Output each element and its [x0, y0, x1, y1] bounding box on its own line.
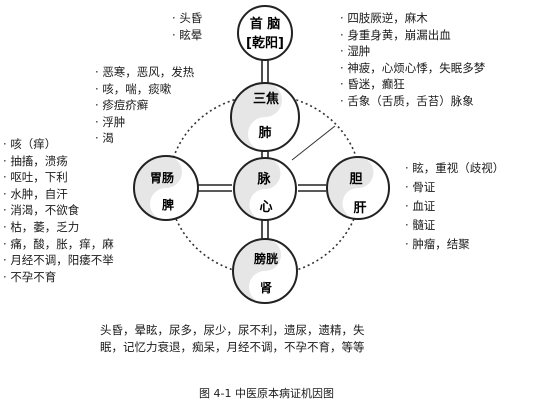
list-item: 眩晕	[172, 27, 202, 44]
diagonal-line	[291, 125, 336, 161]
brain-label-1: 首 脑	[250, 16, 281, 32]
list-item: 骨证	[405, 178, 504, 197]
figure-caption: 图 4-1 中医原本病证机因图	[199, 387, 334, 400]
lung-bottom-label: 肺	[258, 125, 271, 141]
brain-node	[237, 5, 293, 61]
list-item: 疹痘疥癣	[95, 97, 194, 114]
connector-heart-kidney	[261, 218, 269, 239]
list-item: 水肿，自汗	[3, 186, 114, 203]
liver-bottom-label: 肝	[353, 201, 366, 216]
spleen-symptom-list: 咳（痒） 抽搐，溃疡 呕吐，下利 水肿，自汗 消渴，不欲食 枯，萎，乏力 痛，酸…	[3, 136, 114, 285]
head-symptom-list: 头昏 眩晕	[172, 10, 202, 43]
kidney-bottom-label: 肾	[260, 281, 273, 295]
list-item: 恶寒，恶风，发热	[95, 64, 194, 81]
liver-top-label: 胆	[349, 172, 362, 187]
list-item: 不孕不育	[3, 269, 114, 286]
list-item: 呕吐，下利	[3, 169, 114, 186]
list-item: 头昏	[172, 10, 202, 27]
list-item: 痛，酸，胀，痒，麻	[3, 236, 114, 253]
list-item: 咳，喘，痰嗽	[95, 81, 194, 98]
liver-symptom-list: 眩，重视（歧视） 骨证 血证 髓证 肿瘤，结聚	[405, 159, 504, 254]
list-item: 抽搐，溃疡	[3, 153, 114, 170]
connector-top-lung	[261, 58, 269, 83]
heart-node: 脉 心	[233, 157, 297, 221]
brain-symptom-list: 四肢厥逆，麻木 身重身黄，崩漏出血 湿肿 神疲，心烦心悸，失眠多梦 昏迷，癫狂 …	[340, 10, 485, 110]
connector-heart-liver	[298, 184, 326, 192]
kidney-node: 膀胱 肾	[232, 238, 298, 304]
list-item: 眩，重视（歧视）	[405, 159, 504, 178]
kidney-text-line-2: 眠，记忆力衰退，痴呆，月经不调，不孕不育，等等	[100, 340, 365, 354]
kidney-top-label: 膀胱	[253, 251, 278, 266]
brain-label-2: [乾阳]	[246, 35, 284, 51]
heart-bottom-label: 心	[259, 200, 272, 215]
list-item: 枯，萎，乏力	[3, 219, 114, 236]
spleen-top-label: 胃肠	[150, 170, 174, 185]
heart-top-label: 脉	[256, 171, 271, 187]
connector-spleen-heart	[198, 184, 232, 192]
list-item: 四肢厥逆，麻木	[340, 10, 485, 27]
list-item: 神疲，心烦心悸，失眠多梦	[340, 60, 485, 77]
kidney-symptom-text: 头昏，晕眩，尿多，尿少，尿不利，遗尿，遗精，失 眠，记忆力衰退，痴呆，月经不调，…	[100, 322, 365, 356]
lung-top-label: 三焦	[253, 91, 279, 107]
list-item: 血证	[405, 197, 504, 216]
list-item: 昏迷，癫狂	[340, 76, 485, 93]
list-item: 髓证	[405, 216, 504, 235]
list-item: 浮肿	[95, 114, 194, 131]
list-item: 舌象（舌质，舌苔）脉象	[340, 93, 485, 110]
list-item: 月经不调，阳痿不举	[3, 252, 114, 269]
lung-node: 三焦 肺	[230, 82, 300, 152]
list-item: 肿瘤，结聚	[405, 235, 504, 254]
lung-symptom-list: 恶寒，恶风，发热 咳，喘，痰嗽 疹痘疥癣 浮肿 渴	[95, 64, 194, 147]
list-item: 消渴，不欲食	[3, 202, 114, 219]
list-item: 湿肿	[340, 43, 485, 60]
list-item: 身重身黄，崩漏出血	[340, 27, 485, 44]
kidney-text-line-1: 头昏，晕眩，尿多，尿少，尿不利，遗尿，遗精，失	[100, 323, 365, 337]
spleen-bottom-label: 脾	[162, 197, 174, 212]
list-item: 咳（痒）	[3, 136, 114, 153]
liver-node: 胆 肝	[326, 156, 390, 220]
spleen-node: 胃肠 脾	[133, 155, 199, 221]
